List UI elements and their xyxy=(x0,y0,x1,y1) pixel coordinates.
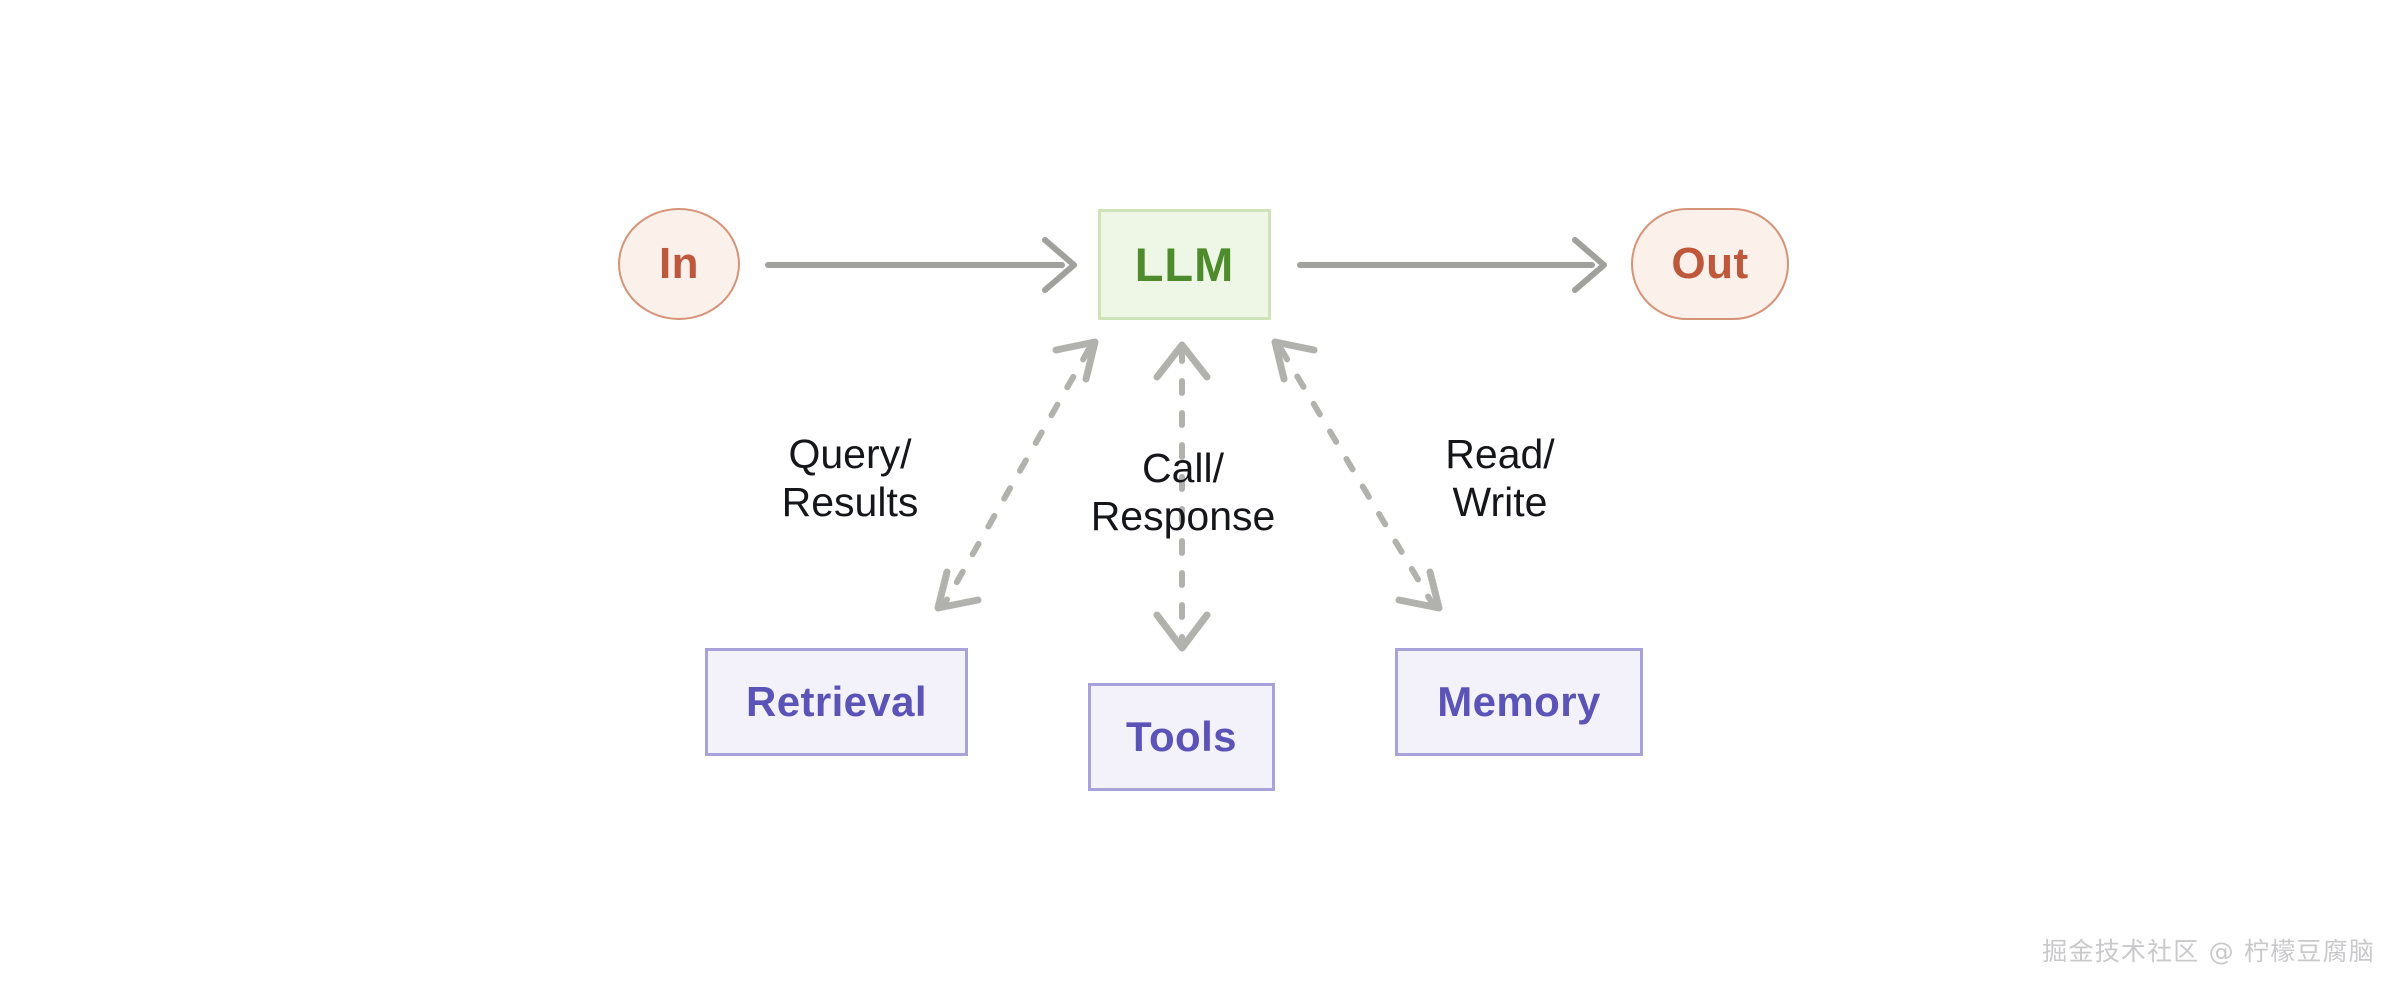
edge-llm-to-out xyxy=(1297,237,1607,293)
node-memory-label: Memory xyxy=(1437,677,1601,725)
node-tools-label: Tools xyxy=(1126,712,1237,760)
edge-label-call-response: Call/ Response xyxy=(1090,445,1276,540)
node-input-label: In xyxy=(658,238,700,288)
node-tools[interactable]: Tools xyxy=(1088,683,1275,791)
node-retrieval-label: Retrieval xyxy=(745,677,928,725)
node-llm-label: LLM xyxy=(1134,237,1235,291)
edge-llm-to-retrieval xyxy=(934,338,1099,612)
node-memory[interactable]: Memory xyxy=(1395,648,1643,756)
watermark: 掘金技术社区 @ 柠檬豆腐脑 xyxy=(2042,937,2375,966)
edge-label-query-results: Query/ Results xyxy=(781,431,919,526)
node-output[interactable]: Out xyxy=(1631,208,1789,320)
edge-label-read-write: Read/ Write xyxy=(1445,431,1555,526)
node-input[interactable]: In xyxy=(618,208,740,320)
node-retrieval[interactable]: Retrieval xyxy=(705,648,968,756)
edge-in-to-llm xyxy=(765,237,1077,293)
node-llm[interactable]: LLM xyxy=(1098,209,1271,320)
node-output-label: Out xyxy=(1671,238,1749,288)
